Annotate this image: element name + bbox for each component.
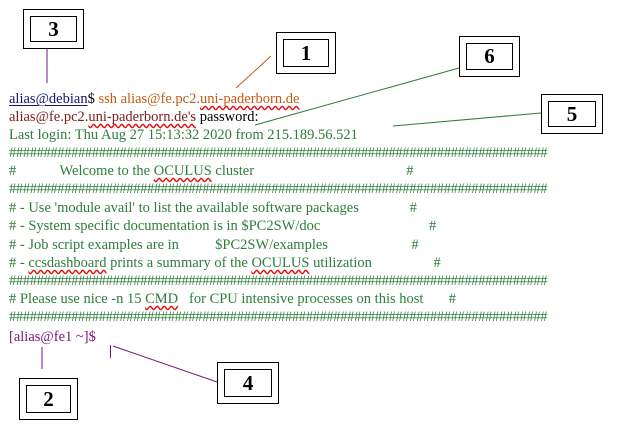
callout-3-label: 3 — [30, 16, 77, 42]
info-dashboard-cluster-name: OCULUS — [251, 255, 310, 271]
info-line-module-avail: # - Use 'module avail' to list the avail… — [9, 200, 417, 216]
callout-4-label: 4 — [224, 369, 272, 397]
callout-5: 5 — [541, 94, 603, 134]
nice-notice-line: # Please use nice -n 15 CMD for CPU inte… — [9, 290, 456, 308]
callout-3: 3 — [23, 9, 84, 49]
banner-border-lower: ########################################… — [9, 273, 548, 289]
nice-notice-start: # Please use nice -n 15 — [9, 291, 146, 307]
local-prompt-symbol: $ — [87, 91, 95, 107]
ssh-remote-host: uni-paderborn.de — [200, 91, 300, 107]
text-cursor — [110, 345, 111, 358]
info-dashboard-prefix: # - — [9, 255, 29, 271]
nice-notice-end: for CPU intensive processes on this host… — [178, 291, 457, 307]
nice-notice-cmd: CMD — [145, 291, 179, 307]
welcome-text-end: cluster # — [211, 163, 414, 179]
last-login-line: Last login: Thu Aug 27 15:13:32 2020 fro… — [9, 127, 358, 143]
banner-border-middle: ########################################… — [9, 181, 548, 197]
callout-5-label: 5 — [548, 101, 596, 127]
callout-6: 6 — [459, 36, 520, 77]
connector-6 — [254, 67, 460, 126]
connector-5 — [392, 112, 542, 127]
info-line-examples: # - Job script examples are in $PC2SW/ex… — [9, 237, 419, 253]
password-prompt-host: uni-paderborn.de's — [88, 109, 197, 125]
callout-2-label: 2 — [26, 385, 71, 413]
info-dashboard-command: ccsdashboard — [28, 255, 107, 271]
connector-1 — [235, 55, 272, 89]
password-prompt-line: alias@fe.pc2.uni-paderborn.de's password… — [9, 108, 259, 126]
banner-border-bottom: ########################################… — [9, 309, 548, 325]
password-prompt-user: alias@fe.pc2. — [9, 109, 89, 125]
local-user-host: alias@debian — [9, 91, 88, 107]
ssh-command-line: alias@debian$ ssh alias@fe.pc2.uni-pader… — [9, 90, 299, 108]
info-line-dashboard: # - ccsdashboard prints a summary of the… — [9, 254, 441, 272]
info-dashboard-middle: prints a summary of the — [106, 255, 252, 271]
connector-4 — [112, 345, 218, 383]
ssh-command: ssh alias@fe.pc2. — [94, 91, 200, 107]
callout-2: 2 — [19, 378, 78, 420]
callout-1: 1 — [276, 32, 336, 74]
welcome-line: # Welcome to the OCULUS cluster # — [9, 162, 414, 180]
welcome-text-start: # Welcome to the — [9, 163, 154, 179]
callout-4: 4 — [217, 362, 279, 404]
info-line-documentation: # - System specific documentation is in … — [9, 218, 437, 234]
welcome-cluster-name: OCULUS — [153, 163, 212, 179]
callout-6-label: 6 — [466, 43, 513, 70]
callout-1-label: 1 — [283, 39, 329, 67]
banner-border-top: ########################################… — [9, 145, 548, 161]
info-dashboard-suffix: utilization # — [309, 255, 441, 271]
remote-shell-prompt: [alias@fe1 ~]$ — [9, 329, 100, 345]
password-prompt-label: password: — [196, 109, 259, 125]
